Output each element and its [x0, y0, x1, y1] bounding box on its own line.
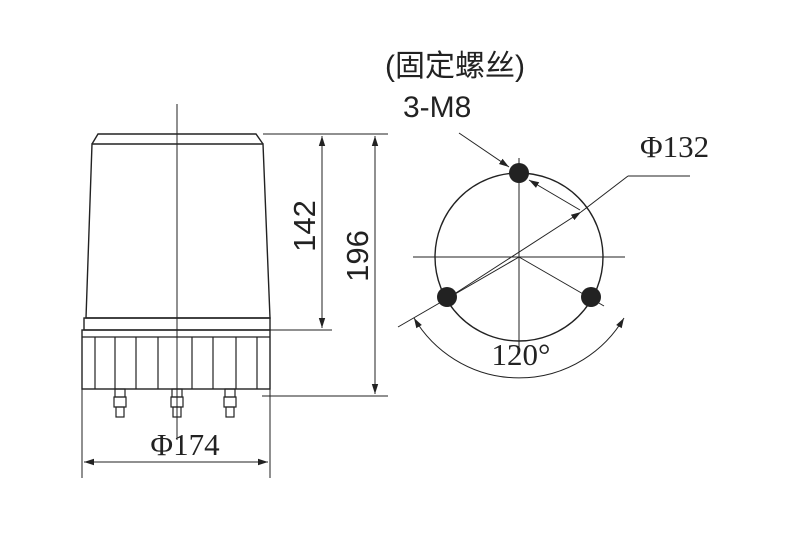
mount-screw: [170, 388, 184, 418]
screw-hole: [509, 163, 529, 183]
side-view: [81, 104, 388, 478]
lamp-base: [81, 329, 271, 390]
screw-leader: [458, 132, 510, 168]
angle-label: 120°: [492, 337, 551, 372]
screw-spec-label: 3-M8: [403, 91, 471, 124]
fixing-screw-note: (固定螺丝): [385, 50, 525, 83]
base-ribs: [82, 336, 270, 389]
dim-label-142: 142: [287, 200, 322, 252]
dim-label-174: Φ174: [150, 427, 220, 462]
lamp-dome: [85, 143, 271, 319]
radial-line: [397, 256, 520, 328]
screw-hole: [581, 287, 601, 307]
bolt-circle-label: Φ132: [640, 129, 709, 164]
mount-screw: [223, 388, 237, 418]
diameter-leader: [580, 175, 629, 213]
angle-arc: [413, 317, 625, 379]
mount-screw: [113, 388, 127, 418]
radius-arrow: [528, 179, 581, 211]
dim-label-196: 196: [340, 230, 375, 282]
diameter-leader: [444, 211, 582, 301]
screw-hole: [437, 287, 457, 307]
top-view: [397, 132, 690, 379]
